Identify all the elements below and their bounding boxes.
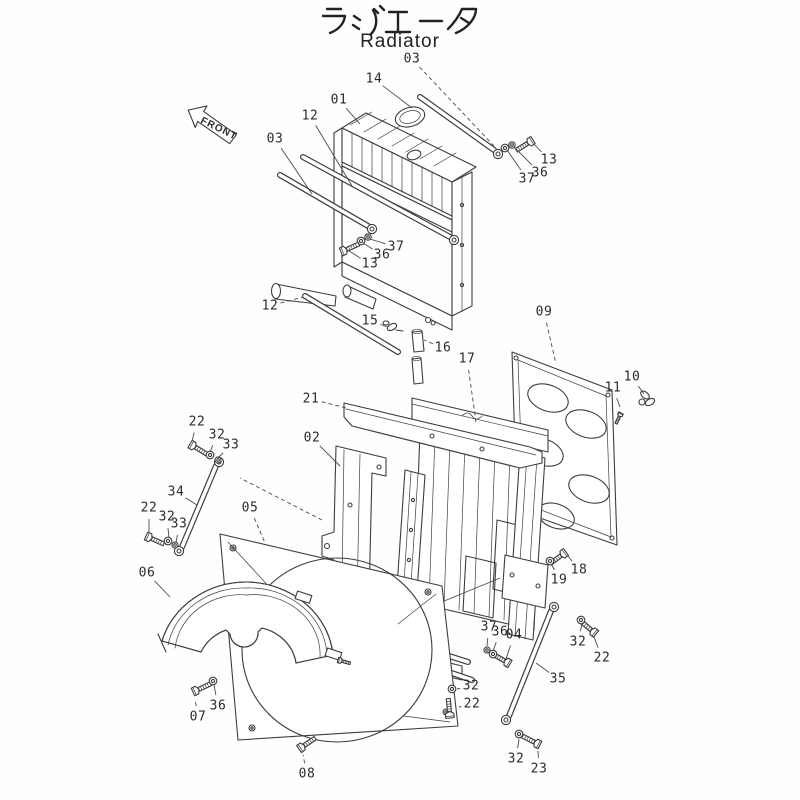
upper-bracket	[344, 403, 542, 468]
leader-33-22	[218, 453, 223, 458]
leader-18-30	[568, 556, 572, 561]
leader-16-13	[424, 340, 433, 344]
leader-33-26	[176, 535, 177, 543]
leader-06-28	[155, 581, 170, 597]
leader-15-12	[380, 325, 388, 328]
leader-13-5	[534, 144, 542, 152]
leader-37-8	[370, 239, 386, 244]
leader-36-32	[493, 642, 496, 651]
leader-21-18	[322, 402, 346, 408]
leader-37-7	[507, 150, 521, 170]
leader-36-9	[363, 243, 373, 249]
leader-04-33	[506, 645, 511, 659]
leader-17-17	[469, 370, 476, 422]
leader-03-4	[281, 148, 312, 194]
fan-shroud	[220, 534, 458, 742]
leader-13-10	[349, 251, 361, 258]
leader-32-34	[580, 624, 582, 631]
leader-34-23	[185, 498, 197, 505]
leader-14-1	[383, 86, 412, 108]
screen-fasteners	[613, 389, 656, 425]
leader-08-41	[303, 755, 305, 763]
leader-12-11	[281, 297, 303, 303]
leader-32-42	[518, 739, 519, 748]
stay-rods-upper	[280, 97, 504, 352]
fan-guard	[158, 582, 352, 667]
leader-36-6	[514, 147, 532, 165]
diagonal-stays	[173, 456, 560, 726]
leader-09-14	[547, 323, 557, 364]
leader-32-37	[457, 688, 460, 689]
leader-12-3	[316, 125, 352, 186]
title-japanese-strokes	[323, 6, 476, 34]
radiator-cap	[393, 104, 427, 131]
leader-07-40	[195, 699, 196, 706]
drain-hose	[412, 329, 424, 384]
leader-22-35	[594, 637, 598, 648]
leader-36-39	[214, 685, 216, 695]
leader-32-25	[168, 528, 169, 538]
front-label: FRONT	[199, 115, 239, 142]
leader-11-16	[617, 398, 620, 407]
leader-01-2	[346, 108, 360, 124]
leader-32-21	[210, 445, 213, 452]
leader-22-20	[192, 433, 194, 441]
leader-02-19	[320, 446, 340, 466]
front-direction-arrow: FRONT	[183, 99, 239, 145]
drain-cock	[383, 321, 403, 332]
leader-35-36	[536, 663, 549, 673]
leader-22-38	[459, 707, 461, 708]
leader-19-29	[552, 565, 554, 570]
leader-10-15	[638, 386, 644, 394]
leader-lines	[149, 67, 644, 763]
radiator-assembly	[272, 112, 477, 330]
leader-05-27	[254, 518, 265, 543]
leader-37-31	[487, 638, 488, 646]
